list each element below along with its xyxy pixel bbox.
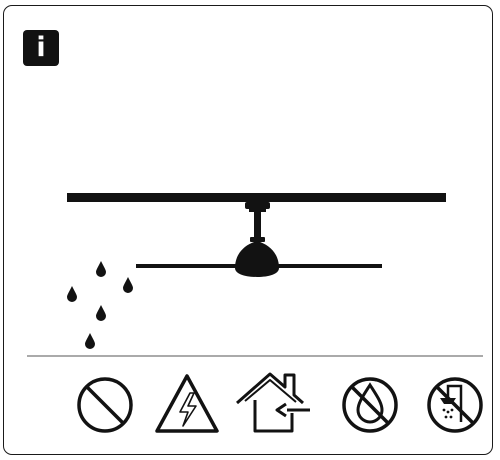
indoor-use-only-icon [237,374,310,431]
water-drop [67,286,77,302]
water-drops-icon [67,261,133,349]
water-drop [85,333,95,349]
ceiling-fan-icon [136,202,382,277]
water-drop [123,277,133,293]
water-drop [96,261,106,277]
ceiling-bar [67,193,446,202]
water-drop [96,305,106,321]
prohibited-icon [79,379,131,431]
no-water-icon [344,379,396,431]
no-shower-icon [429,379,481,431]
electric-hazard-icon [157,376,217,431]
